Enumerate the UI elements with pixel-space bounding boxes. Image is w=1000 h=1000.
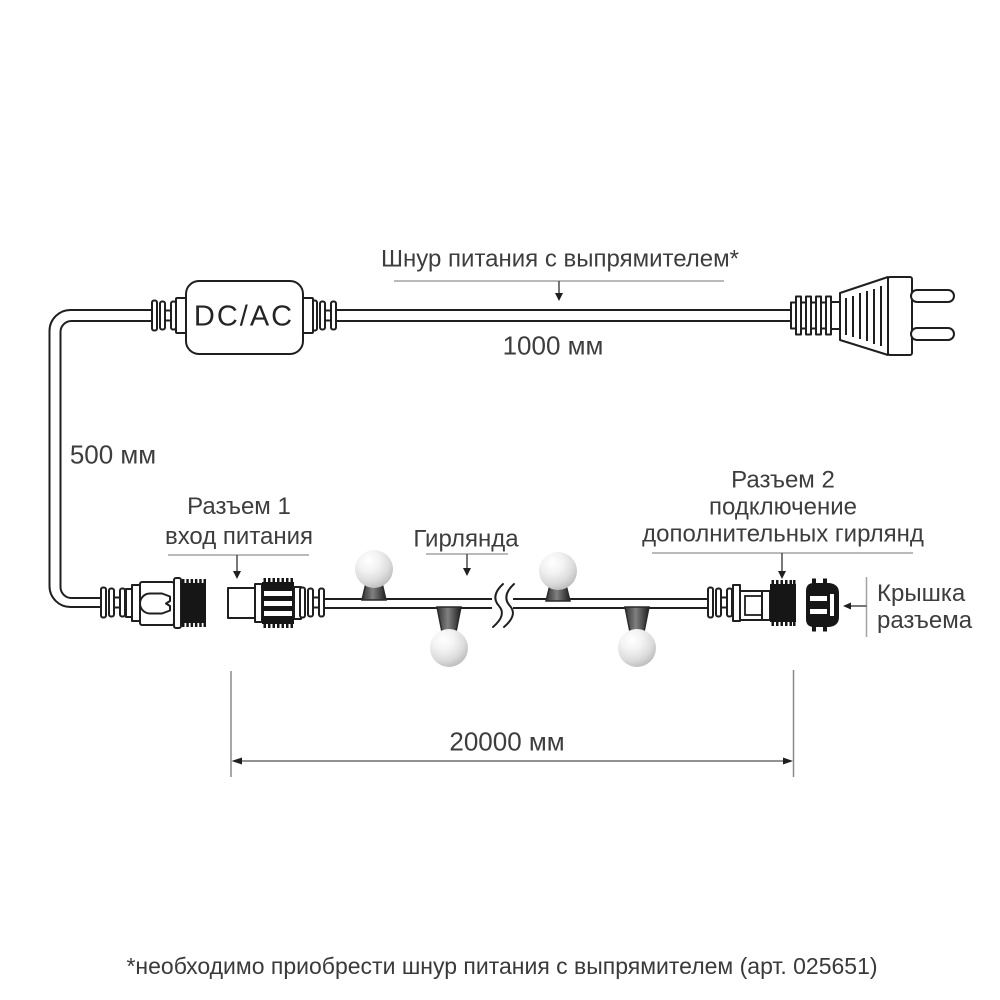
connector2-label-line3: дополнительных гирлянд — [642, 520, 924, 548]
cap-label-line1: Крышка — [877, 580, 966, 607]
leader-garland — [426, 553, 508, 576]
garland-label: Гирлянда — [413, 525, 519, 553]
power-plug — [790, 276, 955, 356]
dimension-20000 — [230, 670, 795, 777]
connector1-label: Разъем 1 вход питания — [165, 492, 313, 552]
garland-length-label: 20000 мм — [449, 726, 565, 757]
connector1-male — [227, 578, 325, 628]
leader-power-cord — [394, 280, 724, 301]
leader-connector2 — [652, 552, 913, 579]
connector-cap — [806, 578, 839, 632]
cap-label-line2: разъема — [877, 607, 973, 634]
connector1-label-line2: вход питания — [164, 523, 314, 550]
connector2-label-line2: подключение — [709, 493, 857, 521]
garland-bulbs — [355, 550, 656, 667]
connector1-label-line1: Разъем 1 — [187, 493, 291, 520]
connector2 — [707, 580, 796, 626]
connector1-female — [100, 577, 206, 629]
adapter-box — [151, 280, 337, 355]
adapter-label: DC/AC — [193, 300, 295, 333]
power-wire — [48, 308, 791, 609]
footnote: *необходимо приобрести шнур питания с вы… — [126, 953, 878, 980]
wire-break-icon — [492, 583, 515, 628]
power-cord-label: Шнур питания с выпрямителем* — [381, 245, 739, 273]
cord-length-label: 1000 мм — [502, 330, 604, 361]
leader-connector1 — [168, 554, 309, 579]
connector2-label-line1: Разъем 2 — [731, 466, 835, 494]
lead-length-label: 500 мм — [69, 439, 157, 470]
leader-cap — [843, 577, 868, 637]
